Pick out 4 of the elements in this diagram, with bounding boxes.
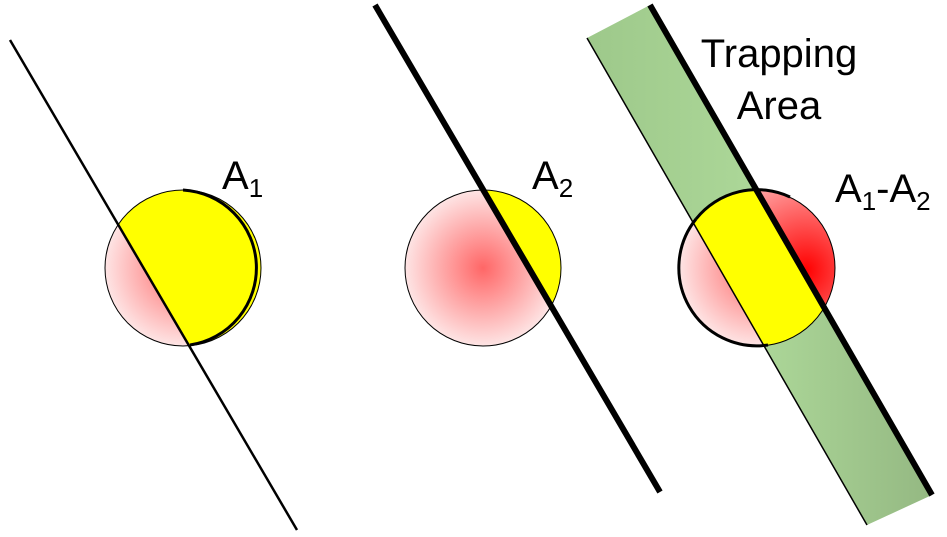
region-label: A$_{2}$: [532, 155, 574, 205]
region-label: A$_{1}$-A$_{2}$: [835, 168, 931, 218]
region-label: Trapping Area: [700, 31, 858, 130]
region-label: A$_{1}$: [222, 155, 264, 205]
